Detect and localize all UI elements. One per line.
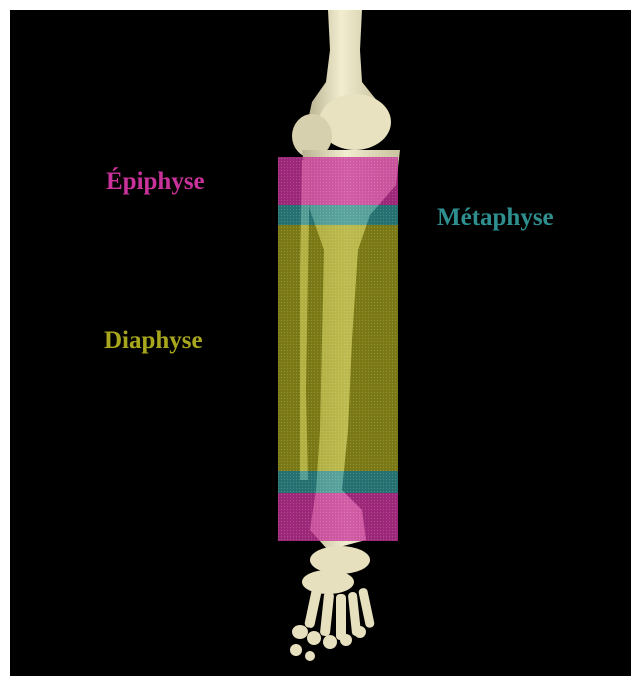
foot-bones: [290, 546, 375, 661]
diaphyse-label: Diaphyse: [104, 328, 203, 353]
metaphyse-label: Métaphyse: [437, 205, 554, 230]
bone-zones: [278, 157, 398, 541]
epiphyse-label: Épiphyse: [106, 169, 205, 194]
diagram-canvas: Épiphyse Métaphyse Diaphyse: [10, 10, 631, 676]
femur-bone: [292, 10, 391, 158]
